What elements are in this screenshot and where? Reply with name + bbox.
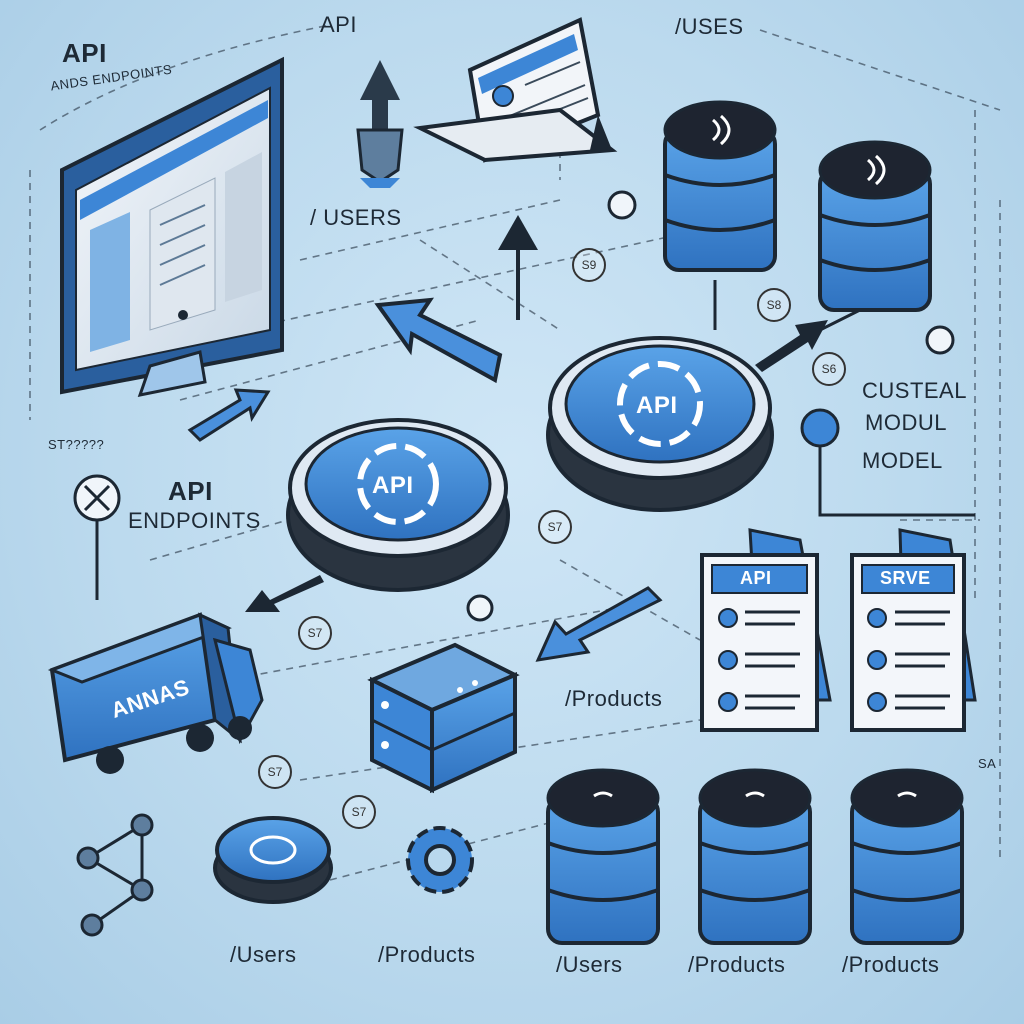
side-number-label: ST????? (48, 437, 105, 452)
cluster-label-3: MODEL (862, 448, 943, 473)
coin-icon (213, 816, 333, 904)
document-icon (850, 528, 977, 732)
arrow-left-icon (535, 586, 663, 662)
laptop-icon (413, 17, 618, 163)
database-icon (546, 768, 660, 945)
hub-left-label: API (372, 472, 414, 499)
top-left-title: API (62, 38, 107, 68)
badge-3: S6 (812, 352, 846, 386)
server-rack-icon (367, 642, 520, 794)
api-endpoints-subtitle: ENDPOINTS (128, 508, 261, 533)
desktop-monitor-icon (60, 56, 284, 397)
close-icon (83, 484, 111, 512)
database-icon (850, 768, 964, 945)
api-hub-icon (286, 418, 510, 592)
database-icon (698, 768, 812, 945)
bottom-products-label-3: /Products (842, 952, 940, 977)
badge-5: S7 (538, 510, 572, 544)
arrow-left-icon (374, 297, 503, 384)
products-mid-label: /Products (565, 686, 663, 711)
top-uses-label: /USES (675, 14, 744, 39)
database-icon (663, 100, 777, 272)
doc-right-header: SRVE (880, 568, 931, 588)
users-mid-label: / USERS (310, 205, 402, 230)
hub-right-label: API (636, 392, 678, 419)
badge-7: S7 (342, 795, 376, 829)
network-icon (76, 813, 154, 937)
bottom-users-label-2: /Users (556, 952, 623, 977)
cluster-label-1: CUSTEAL (862, 378, 967, 403)
badge-6: S7 (258, 755, 292, 789)
gear-icon (406, 826, 474, 894)
bottom-users-label-1: /Users (230, 942, 297, 967)
cluster-label-2: MODUL (865, 410, 947, 435)
connector-arrow-icon (245, 320, 828, 612)
doc-left-header: API (740, 568, 772, 588)
arrow-up-icon (498, 215, 538, 320)
top-api-label: API (320, 12, 357, 37)
truck-icon (47, 612, 264, 774)
document-icon (700, 528, 832, 732)
badge-2: S8 (757, 288, 791, 322)
api-endpoints-title: API (168, 476, 213, 506)
right-small-label: SA (978, 756, 997, 771)
arrow-right-icon (187, 388, 271, 442)
api-hub-icon (546, 336, 774, 512)
badge-1: S9 (572, 248, 606, 282)
database-icon (818, 140, 932, 312)
badge-4: S7 (298, 616, 332, 650)
bottom-products-label-1: /Products (378, 942, 476, 967)
upload-arrow-icon (356, 60, 404, 188)
bottom-products-label-2: /Products (688, 952, 786, 977)
